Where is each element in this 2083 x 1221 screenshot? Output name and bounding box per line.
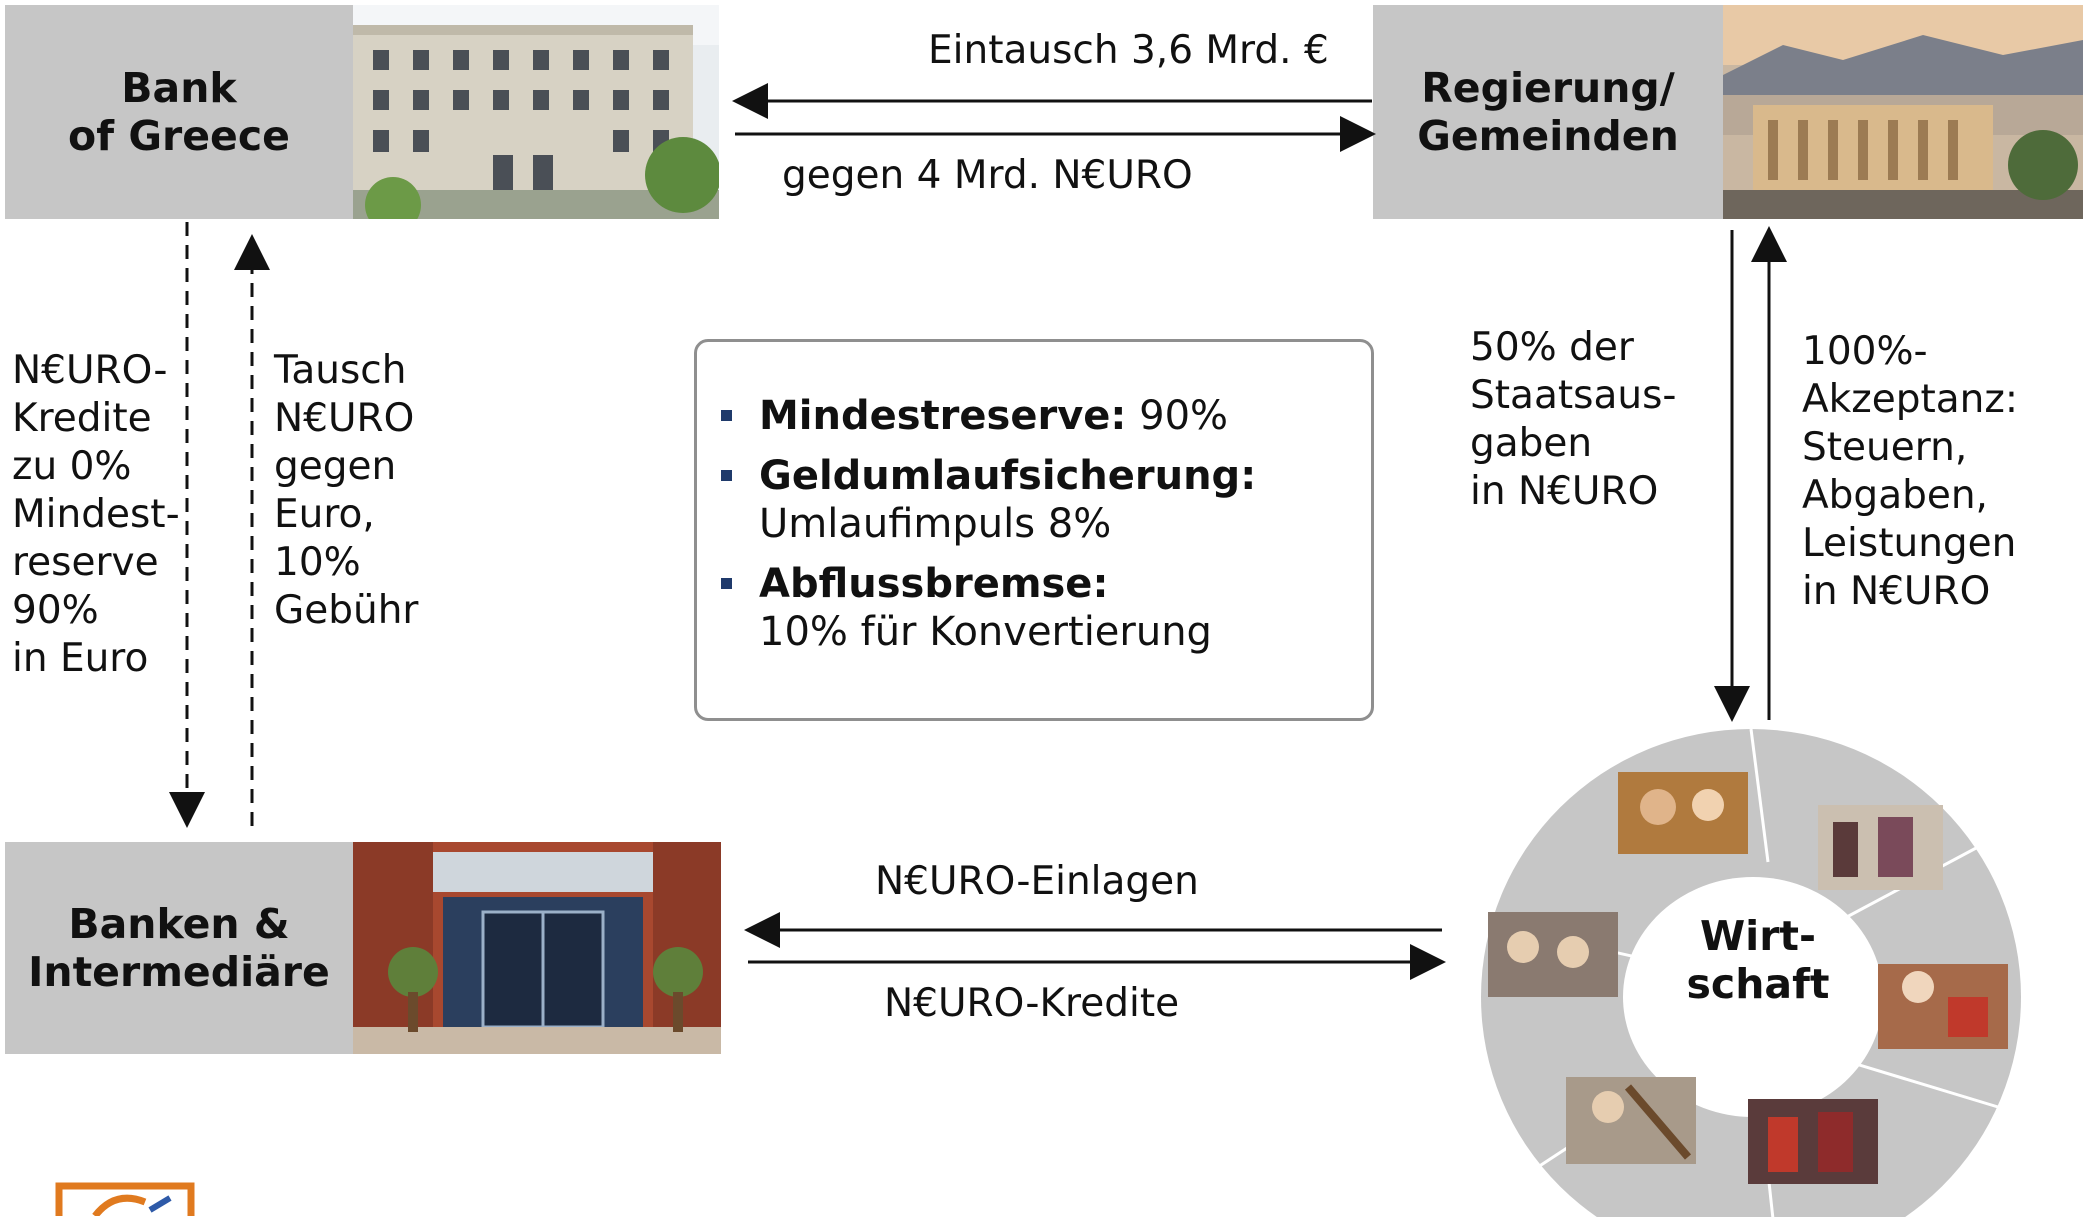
acceptance-label: 100%- Akzeptanz: Steuern, Abgaben, Leist… xyxy=(1802,329,2019,614)
exchange-amount-label: Eintausch 3,6 Mrd. € xyxy=(928,28,1329,73)
rule-label: Abflussbremse: xyxy=(759,561,1109,607)
loans-label: N€URO-Kredite xyxy=(884,981,1180,1026)
rule-value: 10% für Konvertierung xyxy=(759,609,1212,655)
neuro-credits-label: N€URO- Kredite zu 0% Mindest- reserve 90… xyxy=(12,348,180,681)
deposits-label: N€URO-Einlagen xyxy=(875,859,1199,904)
swap-fee-label: Tausch N€URO gegen Euro, 10% Gebühr xyxy=(274,348,419,633)
rule-label: Geldumlaufsicherung: xyxy=(759,453,1257,499)
government-box: Regierung/ Gemeinden xyxy=(1373,5,1723,219)
rule-value: Umlaufimpuls 8% xyxy=(759,501,1112,547)
bank-of-greece-photo xyxy=(353,5,719,219)
rules-box: Mindestreserve: 90% Geldumlaufsicherung:… xyxy=(694,339,1374,721)
economy-wheel xyxy=(1478,727,2024,1221)
bank-of-greece-box: Bank of Greece xyxy=(5,5,353,219)
alpha-bank-photo xyxy=(353,842,721,1054)
parliament-photo xyxy=(1723,5,2083,219)
banks-box: Banken & Intermediäre xyxy=(5,842,353,1054)
exchange-return-label: gegen 4 Mrd. N€URO xyxy=(782,153,1193,198)
economy-photo xyxy=(1878,964,2008,1049)
logo xyxy=(55,1180,195,1216)
rule-item: Abflussbremse: 10% für Konvertierung xyxy=(721,560,1371,656)
rule-item: Mindestreserve: 90% xyxy=(721,392,1371,440)
rule-value: 90% xyxy=(1126,393,1229,439)
state-spending-label: 50% der Staatsaus- gaben in N€URO xyxy=(1470,325,1677,514)
rule-item: Geldumlaufsicherung: Umlaufimpuls 8% xyxy=(721,452,1371,548)
economy-photo xyxy=(1488,912,1618,997)
economy-label: Wirt- schaft xyxy=(1686,912,1830,1008)
economy-photo xyxy=(1618,772,1748,854)
economy-photo xyxy=(1566,1077,1696,1164)
rule-label: Mindestreserve: xyxy=(759,393,1127,439)
economy-photo xyxy=(1748,1099,1878,1184)
economy-photo xyxy=(1818,805,1943,890)
